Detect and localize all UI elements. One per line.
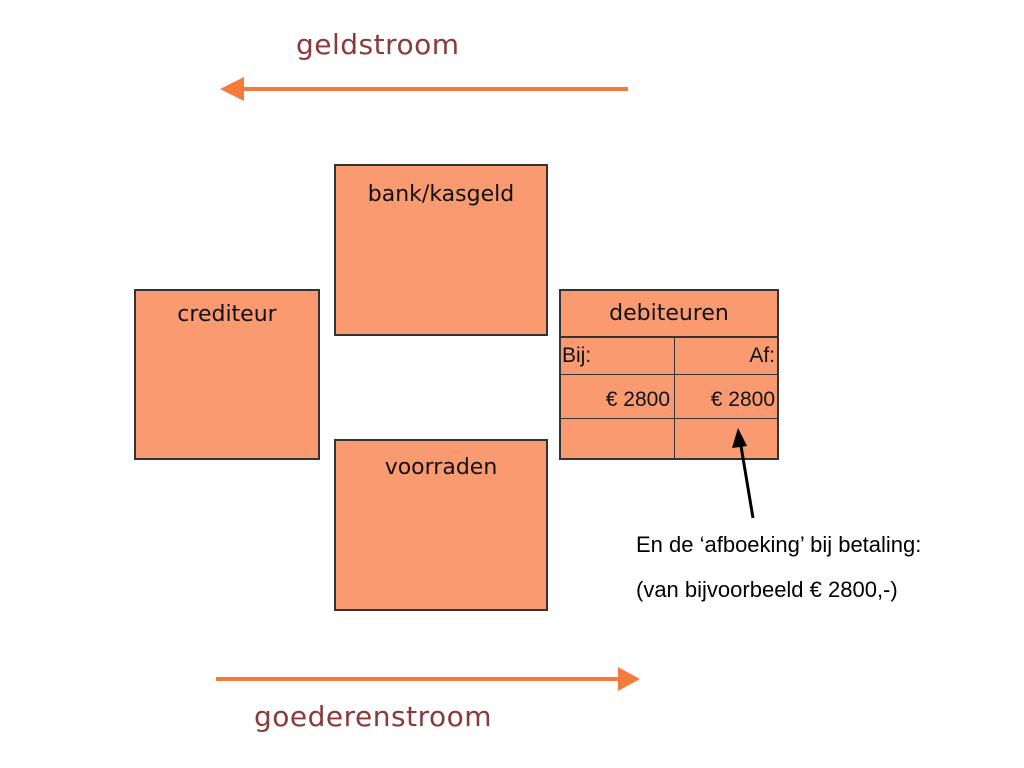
money-flow-label: geldstroom: [296, 28, 460, 61]
stock-box: voorraden: [334, 439, 548, 611]
note-line-2: (van bijvoorbeeld € 2800,-): [636, 577, 898, 602]
ledger-credit-value: € 2800: [675, 375, 777, 419]
ledger-debit-value-text: € 2800: [605, 388, 670, 411]
note-line-1: En de ‘afboeking’ bij betaling:: [636, 532, 922, 557]
ledger-debit-header: Bij:: [561, 338, 675, 375]
bank-box-title: bank/kasgeld: [367, 182, 515, 207]
stock-box-title: voorraden: [384, 455, 498, 480]
money-flow-arrow: [220, 77, 628, 101]
debtors-box-title: debiteuren: [609, 301, 729, 326]
goods-flow-arrow: [216, 667, 640, 691]
goods-flow-label: goederenstroom: [254, 700, 492, 733]
ledger-debit-empty: [561, 419, 675, 458]
debtors-title-divider: [561, 336, 777, 338]
debtors-box: debiteuren Bij: Af: € 2800 € 2800: [559, 289, 779, 460]
ledger-credit-header-text: Af:: [749, 344, 775, 367]
ledger-debit-header-text: Bij:: [562, 344, 592, 367]
creditor-box-title: crediteur: [177, 302, 277, 327]
pointer-arrow: [732, 428, 755, 519]
ledger-credit-value-text: € 2800: [710, 388, 775, 411]
ledger-debit-value: € 2800: [561, 375, 675, 419]
creditor-box: crediteur: [134, 289, 320, 460]
ledger-credit-header: Af:: [675, 338, 777, 375]
bank-box: bank/kasgeld: [334, 164, 548, 336]
